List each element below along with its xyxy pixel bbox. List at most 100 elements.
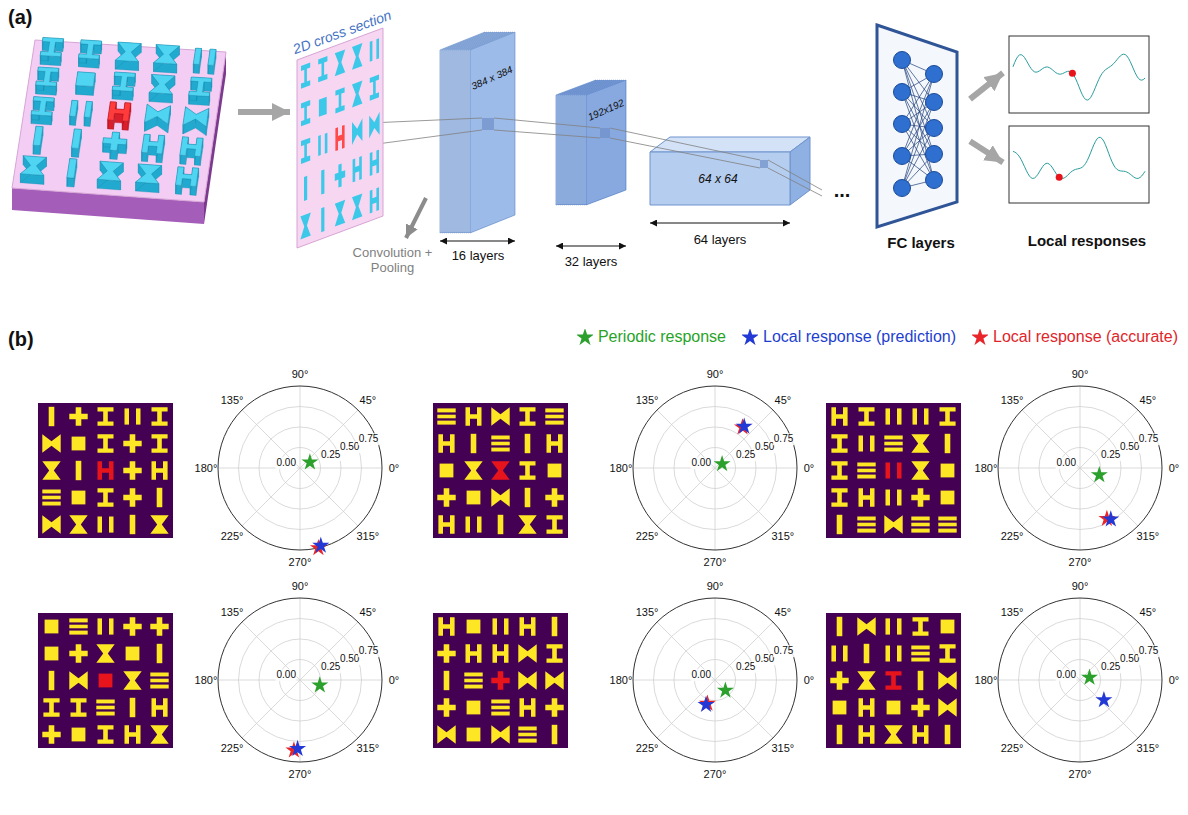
radial-label: 0.75 [358, 434, 379, 446]
response-star [312, 537, 329, 553]
unit-cell [69, 671, 87, 689]
unit-cell [98, 725, 114, 743]
unit-cell [911, 488, 929, 506]
response-plot-frame [1009, 36, 1149, 113]
unit-cell [98, 488, 114, 506]
unit-cell [42, 725, 60, 743]
unit-cell [123, 617, 141, 635]
polar-ring [1019, 407, 1142, 530]
unit-cell [150, 673, 168, 677]
unit-cell [96, 700, 114, 704]
unit-cell [369, 112, 379, 139]
unit-cell [301, 138, 310, 164]
pillar-top [112, 72, 135, 91]
response-star [697, 696, 714, 712]
radial-label: 0.00 [276, 669, 297, 681]
neuron [926, 146, 943, 163]
unit-cell [859, 407, 875, 425]
dimension-label: 384 x 384 [470, 64, 515, 92]
projection-line [768, 160, 822, 190]
unit-cell [130, 515, 136, 534]
unit-cell [352, 43, 362, 70]
section-plane [297, 28, 383, 248]
angle-label: 45° [360, 606, 377, 619]
projection-line [768, 168, 822, 196]
unit-cell [301, 100, 310, 126]
neuron [926, 172, 943, 189]
unit-cell [831, 488, 847, 506]
unit-cell [911, 658, 929, 662]
unit-cell [96, 712, 114, 716]
unit-cell [335, 49, 345, 76]
unit-cell [437, 725, 455, 743]
unit-cell [150, 685, 168, 689]
unit-cell [552, 617, 558, 636]
pillar-top [115, 42, 141, 62]
unit-cell [96, 706, 114, 710]
unit-cell [887, 701, 901, 715]
unit-cell [525, 488, 531, 507]
angle-label: 0° [389, 462, 400, 475]
legend-star [577, 329, 593, 345]
pillar-top [136, 164, 162, 184]
unit-cell [520, 698, 536, 716]
panel-label: (b) [8, 328, 34, 351]
radial-label: 0.75 [358, 646, 379, 658]
unit-cell [69, 625, 87, 629]
unit-cell [304, 176, 307, 201]
unit-cell [370, 41, 373, 62]
target-cell [98, 461, 114, 479]
pillar-side [76, 85, 94, 95]
unit-cell [69, 631, 87, 635]
unit-cell [471, 434, 477, 453]
unit-cell-pattern [38, 613, 173, 748]
unit-cell [831, 434, 847, 452]
unit-cell [833, 701, 847, 715]
polar-ring [239, 407, 362, 530]
polar-outline [998, 386, 1162, 550]
response-star [301, 453, 318, 469]
kernel-window [482, 118, 494, 130]
unit-cell [335, 164, 345, 188]
unit-cell [545, 421, 563, 425]
unit-cell [886, 490, 891, 506]
unit-cell [552, 725, 558, 744]
unit-cell [335, 87, 344, 113]
angle-label: 180° [195, 462, 218, 475]
legend-star-shape [577, 329, 593, 345]
unit-cell [886, 618, 891, 634]
polar-ring [1019, 619, 1142, 742]
unit-cell [859, 488, 875, 506]
unit-cell [69, 407, 87, 425]
unit-cell [504, 618, 509, 634]
angle-label: 135° [1001, 394, 1024, 407]
unit-cell [72, 437, 86, 451]
unit-cell [911, 698, 929, 716]
angle-label: 315° [771, 530, 794, 543]
pillar-top [149, 74, 175, 94]
metasurface-3d [12, 37, 226, 224]
polar-ring [654, 619, 777, 742]
unit-cell [857, 517, 875, 521]
unit-cell [98, 434, 114, 452]
legend-star [972, 329, 988, 345]
unit-cell [525, 434, 531, 453]
unit-cell [491, 488, 509, 506]
unit-cell [548, 464, 562, 478]
dimension-arrow [440, 241, 515, 242]
unit-cell [938, 671, 956, 689]
unit-cell-pattern [826, 613, 961, 748]
unit-cell [837, 515, 843, 534]
unit-cell-pattern [433, 403, 568, 538]
response-star [1095, 691, 1112, 707]
response-plot-frame [1009, 126, 1149, 203]
pillar-top [36, 67, 59, 86]
angle-label: 225° [221, 742, 244, 755]
neuron [894, 148, 911, 165]
pillar-side [182, 179, 191, 189]
unit-cell [69, 644, 87, 662]
substrate-top [12, 40, 226, 202]
kernel-window [760, 160, 768, 168]
angle-label: 45° [775, 394, 792, 407]
pillar-top [31, 97, 54, 116]
